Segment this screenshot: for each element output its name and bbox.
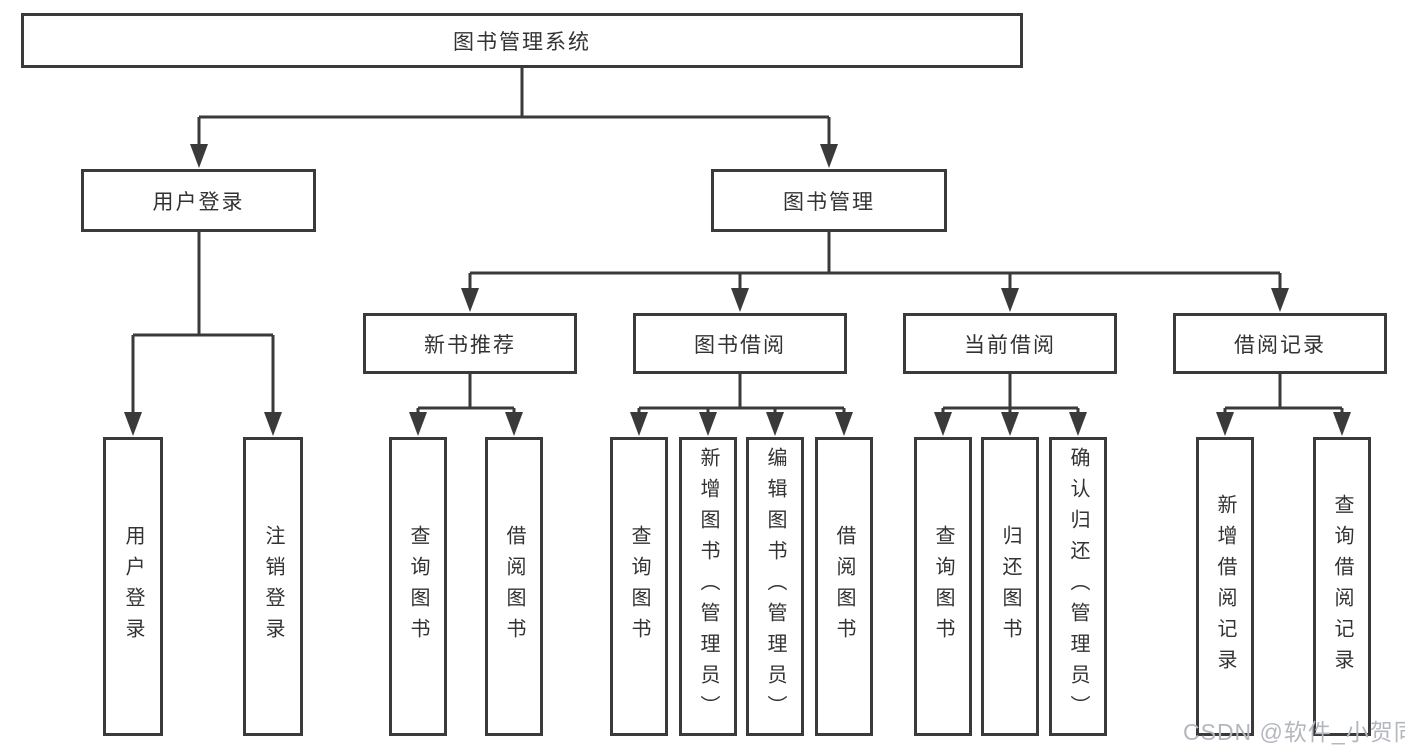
leaf-user-login: 用户登录 <box>103 437 163 736</box>
leaf-return-books-label: 归还图书 <box>999 524 1021 649</box>
node-book-management-label: 图书管理 <box>783 190 875 214</box>
node-root-library-system: 图书管理系统 <box>21 13 1023 68</box>
node-new-book-recommend: 新书推荐 <box>363 313 577 374</box>
node-book-management: 图书管理 <box>711 169 947 232</box>
leaf-borrow-books-2: 借阅图书 <box>815 437 873 736</box>
leaf-borrow-books-1-label: 借阅图书 <box>503 524 525 649</box>
leaf-confirm-return-admin-label: 确认归还（管理员） <box>1067 447 1089 726</box>
node-user-login-label: 用户登录 <box>152 190 245 214</box>
leaf-add-borrow-record-label: 新增借阅记录 <box>1214 493 1236 680</box>
leaf-add-books-admin: 新增图书（管理员） <box>679 437 737 736</box>
leaf-query-borrow-record: 查询借阅记录 <box>1313 437 1371 736</box>
node-current-borrow: 当前借阅 <box>903 313 1117 374</box>
leaf-add-books-admin-label: 新增图书（管理员） <box>697 447 719 726</box>
node-borrow-records-label: 借阅记录 <box>1234 333 1326 357</box>
arrowheads <box>124 144 1351 436</box>
leaf-add-borrow-record: 新增借阅记录 <box>1196 437 1254 736</box>
leaf-confirm-return-admin: 确认归还（管理员） <box>1049 437 1107 736</box>
leaf-user-login-label: 用户登录 <box>122 524 144 649</box>
leaf-edit-books-admin-label: 编辑图书（管理员） <box>764 447 786 726</box>
node-user-login: 用户登录 <box>81 169 316 232</box>
node-book-borrow: 图书借阅 <box>633 313 847 374</box>
node-book-borrow-label: 图书借阅 <box>694 333 786 357</box>
leaf-query-books-2-label: 查询图书 <box>628 524 650 649</box>
leaf-edit-books-admin: 编辑图书（管理员） <box>746 437 804 736</box>
leaf-query-books-1-label: 查询图书 <box>407 524 429 649</box>
leaf-query-borrow-record-label: 查询借阅记录 <box>1331 493 1353 680</box>
leaf-borrow-books-2-label: 借阅图书 <box>833 524 855 649</box>
node-current-borrow-label: 当前借阅 <box>964 333 1056 357</box>
leaf-borrow-books-1: 借阅图书 <box>485 437 543 736</box>
leaf-query-books-3-label: 查询图书 <box>932 524 954 649</box>
node-borrow-records: 借阅记录 <box>1173 313 1387 374</box>
node-new-book-recommend-label: 新书推荐 <box>424 333 516 357</box>
leaf-query-books-3: 查询图书 <box>914 437 972 736</box>
leaf-logout-label: 注销登录 <box>262 524 284 649</box>
csdn-watermark: CSDN @软件_小贺同学 <box>1183 719 1405 745</box>
leaf-query-books-1: 查询图书 <box>389 437 447 736</box>
leaf-return-books: 归还图书 <box>981 437 1039 736</box>
leaf-query-books-2: 查询图书 <box>610 437 668 736</box>
leaf-logout: 注销登录 <box>243 437 303 736</box>
node-root-label: 图书管理系统 <box>453 30 591 54</box>
